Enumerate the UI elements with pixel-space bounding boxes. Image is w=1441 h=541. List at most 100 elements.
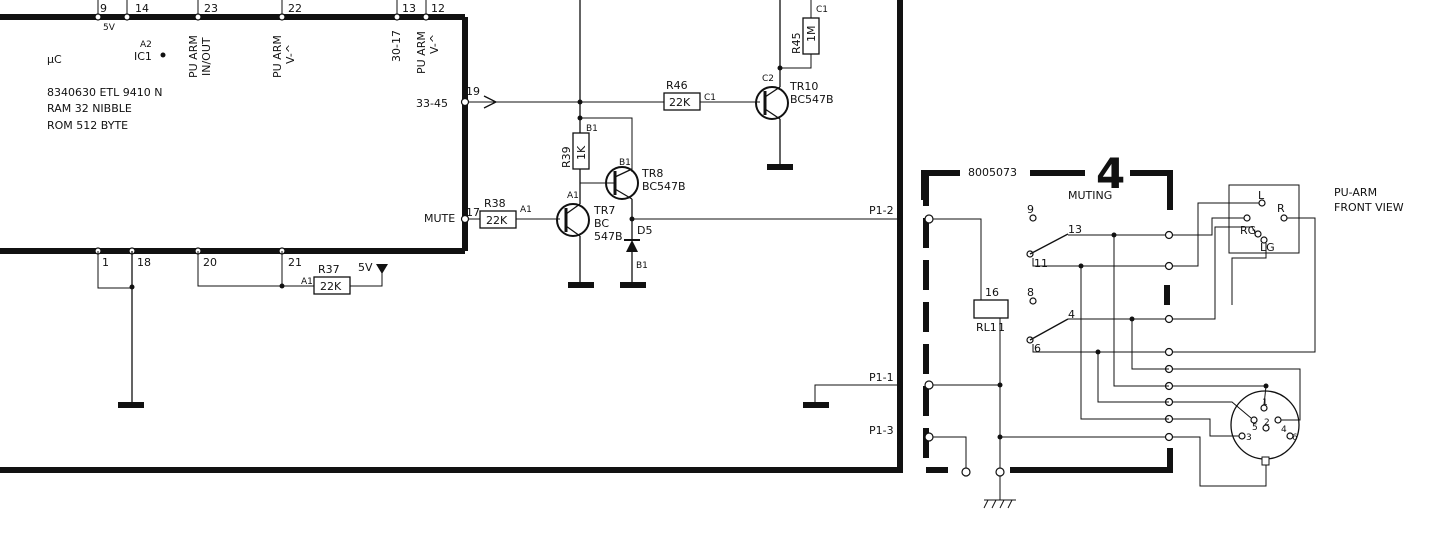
ic-type-label: µC: [47, 53, 62, 66]
pin-19-label: 19: [466, 85, 480, 98]
r39-value: 1K: [575, 145, 588, 160]
tr7-type-a: BC: [594, 217, 609, 230]
pin-1-label: 1: [102, 256, 109, 269]
pu-arm-subtitle: FRONT VIEW: [1334, 201, 1404, 214]
tr10-name: TR10: [789, 80, 818, 93]
pin-19-func: 33-45: [416, 97, 448, 110]
din-pin-1: 1: [1262, 398, 1268, 408]
ic1-right-pins: 19 33-45 17 MUTE: [416, 85, 480, 225]
pin-23-label: 23: [204, 2, 218, 15]
switch-pin-8: 8: [1027, 286, 1034, 299]
muting-part-no: 8005073: [968, 166, 1017, 179]
din-pin-3: 3: [1246, 433, 1252, 443]
tr10-node: C2: [762, 74, 774, 84]
pin-18-label: 18: [137, 256, 151, 269]
diode-d5: D5 B1: [620, 224, 652, 288]
ic1-top-pins: 9 5V 14 23 22 13 12: [94, 0, 445, 33]
output-bus: [1078, 230, 1174, 442]
ic1-text: µC A2 IC1 8340630 ETL 9410 N RAM 32 NIBB…: [47, 40, 166, 132]
din-pin-5: 5: [1252, 423, 1258, 433]
r46-name: R46: [666, 79, 688, 92]
supply-5v: 5V: [358, 261, 373, 274]
switch-pin-11: 11: [1034, 257, 1048, 270]
ic-ref-small: A2: [140, 40, 152, 50]
switch-pin-9: 9: [1027, 203, 1034, 216]
muting-title: MUTING: [1068, 189, 1112, 202]
ic1-pin-function-labels: PU ARM IN/OUT PU ARM V-^ 30-17 PU ARM V-…: [187, 30, 441, 78]
switch-pin-6: 6: [1034, 342, 1041, 355]
pin-12-label: 12: [431, 2, 445, 15]
tr10-type: BC547B: [790, 93, 834, 106]
connector-p1: P1-2 P1-1 P1-3: [803, 176, 934, 470]
tr7-name: TR7: [593, 204, 615, 217]
pin13-func: 30-17: [390, 30, 403, 62]
pin19-signal: [469, 95, 664, 109]
pin-17-func: MUTE: [424, 212, 455, 225]
board-outline: [0, 0, 903, 473]
resistor-r38: 22K R38 A1: [469, 197, 560, 229]
relay-name: RL1: [976, 321, 997, 334]
din-pin-6: 6: [1292, 433, 1298, 443]
supply-arrow-icon: [376, 264, 388, 274]
pin12-func-b: V-^: [428, 34, 441, 54]
r38-name: R38: [484, 197, 506, 210]
transistor-tr7: TR7 BC 547B A1: [556, 0, 623, 288]
pu-pin-r: R: [1277, 202, 1285, 215]
r39-name: R39: [560, 146, 573, 168]
r37-node: A1: [301, 277, 313, 287]
ic-line2: RAM 32 NIBBLE: [47, 102, 132, 115]
din-pin-2: 2: [1264, 418, 1270, 428]
ground-symbol: [118, 402, 144, 408]
pin-21-label: 21: [288, 256, 302, 269]
pin-17-label: 17: [466, 206, 480, 219]
ic1-block: [0, 14, 468, 254]
pin23-func-b: IN/OUT: [200, 37, 213, 76]
switch-pin-4: 4: [1068, 308, 1075, 321]
resistor-r39: 1K R39 B1: [560, 115, 633, 176]
pin-9-label: 9: [100, 2, 107, 15]
d5-node: B1: [636, 261, 648, 271]
pin-13-label: 13: [402, 2, 416, 15]
d5-name: D5: [637, 224, 652, 237]
din-plug: 1 5 2 4 3 6: [1173, 368, 1301, 487]
r38-value: 22K: [486, 214, 508, 227]
ground-symbol: [803, 402, 829, 408]
pu-pin-lg: LG: [1260, 241, 1275, 254]
pu-arm-connector: PU-ARM FRONT VIEW L R RG LG: [1173, 184, 1404, 353]
ic-ref: IC1: [134, 50, 152, 63]
tr8-type: BC547B: [642, 180, 686, 193]
tr7-node: A1: [567, 191, 579, 201]
ground-symbol: [620, 282, 646, 288]
tr8-node: B1: [619, 158, 631, 168]
relay-switches: 9 13 11 8 4 6: [1026, 203, 1169, 355]
ground-symbol: [568, 282, 594, 288]
p1-3-label: P1-3: [869, 424, 894, 437]
r46-node: C1: [704, 93, 716, 103]
r39-node: B1: [586, 124, 598, 134]
transistor-tr8: TR8 BC547B B1: [580, 158, 686, 240]
pin12-func-a: PU ARM: [415, 31, 428, 74]
r37-value: 22K: [320, 280, 342, 293]
relay-rl1: 16 RL1 1: [933, 218, 1169, 509]
switch-pin-13: 13: [1068, 223, 1082, 236]
r37-name: R37: [318, 263, 340, 276]
r45-name: R45: [790, 32, 803, 54]
pu-pin-l: L: [1258, 189, 1265, 202]
p1-2-label: P1-2: [869, 204, 894, 217]
r38-node: A1: [520, 205, 532, 215]
r45-value: 1M: [805, 26, 818, 43]
muting-board-outline: 8005073 4 MUTING: [921, 149, 1173, 473]
resistor-r37: 22K R37 A1 5V: [301, 261, 388, 295]
ic-line3: ROM 512 BYTE: [47, 119, 128, 132]
pu-arm-title: PU-ARM: [1334, 186, 1377, 199]
p1-1-label: P1-1: [869, 371, 894, 384]
r46-value: 22K: [669, 96, 691, 109]
transistor-tr10: TR10 BC547B C2: [755, 0, 834, 170]
ic1-bottom-pins: 1 18 20 21: [94, 247, 314, 408]
arrow-icon: [483, 95, 498, 109]
relay-pin-16: 16: [985, 286, 999, 299]
ground-symbol: [767, 164, 793, 170]
r45-node: C1: [816, 5, 828, 15]
